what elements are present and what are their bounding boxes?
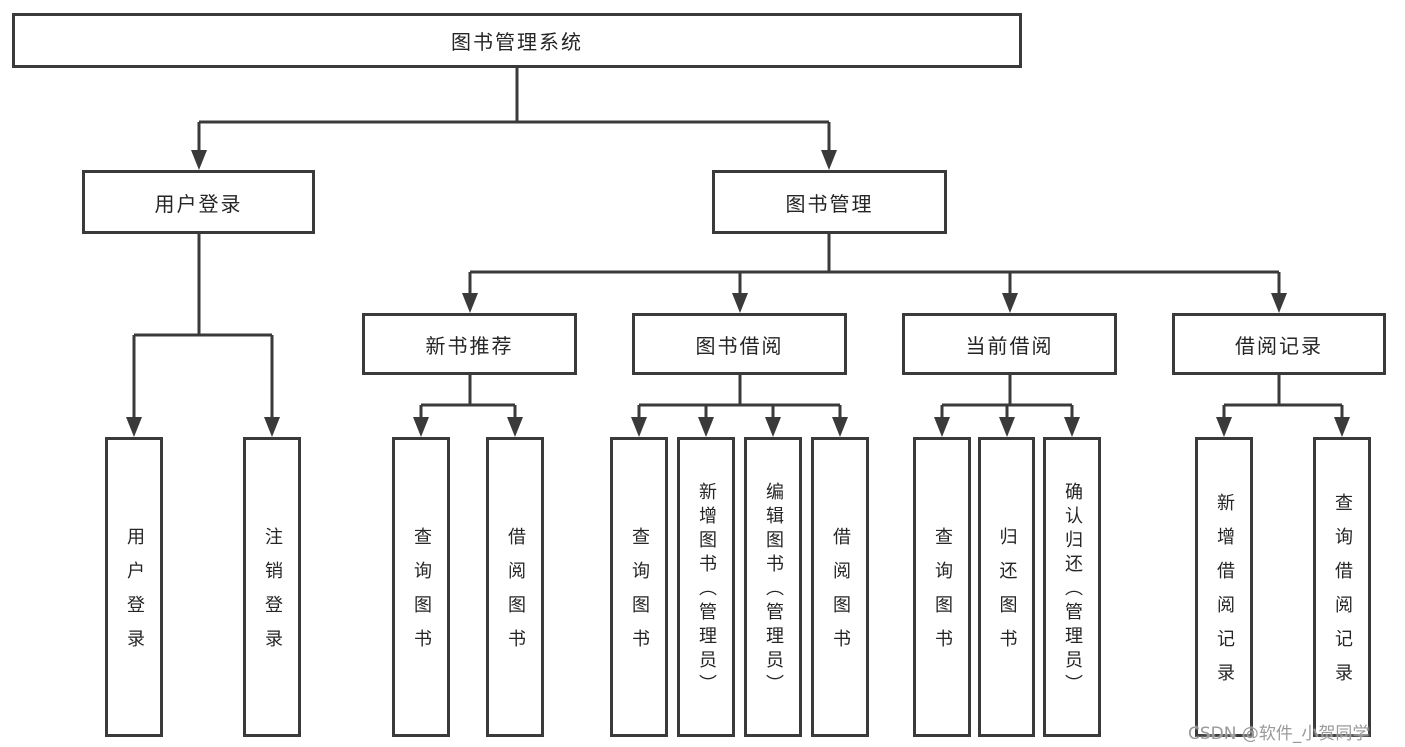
leaf-user-login: 用户登录 bbox=[105, 437, 163, 737]
leaf-return-book: 归还图书 bbox=[978, 437, 1035, 737]
leaf-query-books-recommend: 查询图书 bbox=[392, 437, 450, 737]
node-book-management-label: 图书管理 bbox=[785, 191, 874, 216]
node-current-borrow-label: 当前借阅 bbox=[965, 333, 1054, 358]
node-book-borrow: 图书借阅 bbox=[632, 313, 847, 375]
node-borrow-records: 借阅记录 bbox=[1172, 313, 1386, 375]
node-book-borrow-label: 图书借阅 bbox=[695, 333, 784, 358]
node-book-management: 图书管理 bbox=[712, 170, 947, 234]
leaf-borrow-books: 借阅图书 bbox=[811, 437, 869, 737]
leaf-add-borrow-record-label: 新增借阅记录 bbox=[1214, 493, 1235, 697]
leaf-query-books-borrow: 查询图书 bbox=[610, 437, 668, 737]
node-library-management-system-label: 图书管理系统 bbox=[451, 30, 583, 54]
leaf-query-books-borrow-label: 查询图书 bbox=[629, 527, 650, 663]
node-new-book-recommend: 新书推荐 bbox=[362, 313, 577, 375]
node-current-borrow: 当前借阅 bbox=[902, 313, 1117, 375]
node-library-management-system: 图书管理系统 bbox=[12, 13, 1022, 68]
leaf-add-book-admin-label: 新增图书（管理员） bbox=[696, 482, 717, 698]
leaf-return-book-label: 归还图书 bbox=[996, 527, 1018, 663]
leaf-borrow-books-recommend: 借阅图书 bbox=[486, 437, 544, 737]
leaf-query-books-current: 查询图书 bbox=[913, 437, 971, 737]
node-new-book-recommend-label: 新书推荐 bbox=[425, 333, 514, 358]
leaf-confirm-return-admin: 确认归还（管理员） bbox=[1043, 437, 1101, 737]
node-borrow-records-label: 借阅记录 bbox=[1235, 333, 1323, 358]
leaf-confirm-return-admin-label: 确认归还（管理员） bbox=[1062, 482, 1083, 698]
leaf-query-borrow-record-label: 查询借阅记录 bbox=[1332, 493, 1353, 697]
leaf-query-books-current-label: 查询图书 bbox=[932, 527, 953, 663]
leaf-borrow-books-label: 借阅图书 bbox=[830, 527, 851, 663]
leaf-borrow-books-recommend-label: 借阅图书 bbox=[505, 527, 526, 663]
leaf-edit-book-admin-label: 编辑图书（管理员） bbox=[763, 482, 784, 698]
leaf-user-login-label: 用户登录 bbox=[124, 527, 145, 663]
node-user-login-label: 用户登录 bbox=[154, 191, 243, 216]
leaf-logout: 注销登录 bbox=[243, 437, 301, 737]
csdn-watermark: CSDN @软件_小贺同学 bbox=[1188, 724, 1370, 744]
node-user-login: 用户登录 bbox=[82, 170, 315, 234]
leaf-add-borrow-record: 新增借阅记录 bbox=[1195, 437, 1253, 737]
leaf-query-borrow-record: 查询借阅记录 bbox=[1313, 437, 1371, 737]
leaf-add-book-admin: 新增图书（管理员） bbox=[677, 437, 735, 737]
arrowheads bbox=[126, 150, 1350, 437]
leaf-edit-book-admin: 编辑图书（管理员） bbox=[744, 437, 802, 737]
leaf-query-books-recommend-label: 查询图书 bbox=[411, 527, 432, 663]
leaf-logout-label: 注销登录 bbox=[262, 527, 283, 663]
